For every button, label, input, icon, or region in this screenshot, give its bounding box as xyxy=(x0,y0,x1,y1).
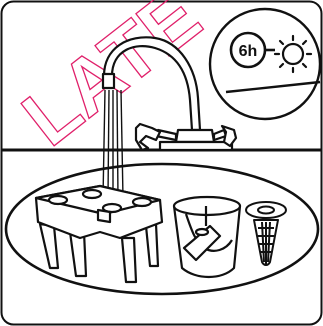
time-sun-bubble: 6h xyxy=(210,9,320,119)
badge-label: 6h xyxy=(239,43,258,60)
cup-filter-icon xyxy=(174,197,240,277)
